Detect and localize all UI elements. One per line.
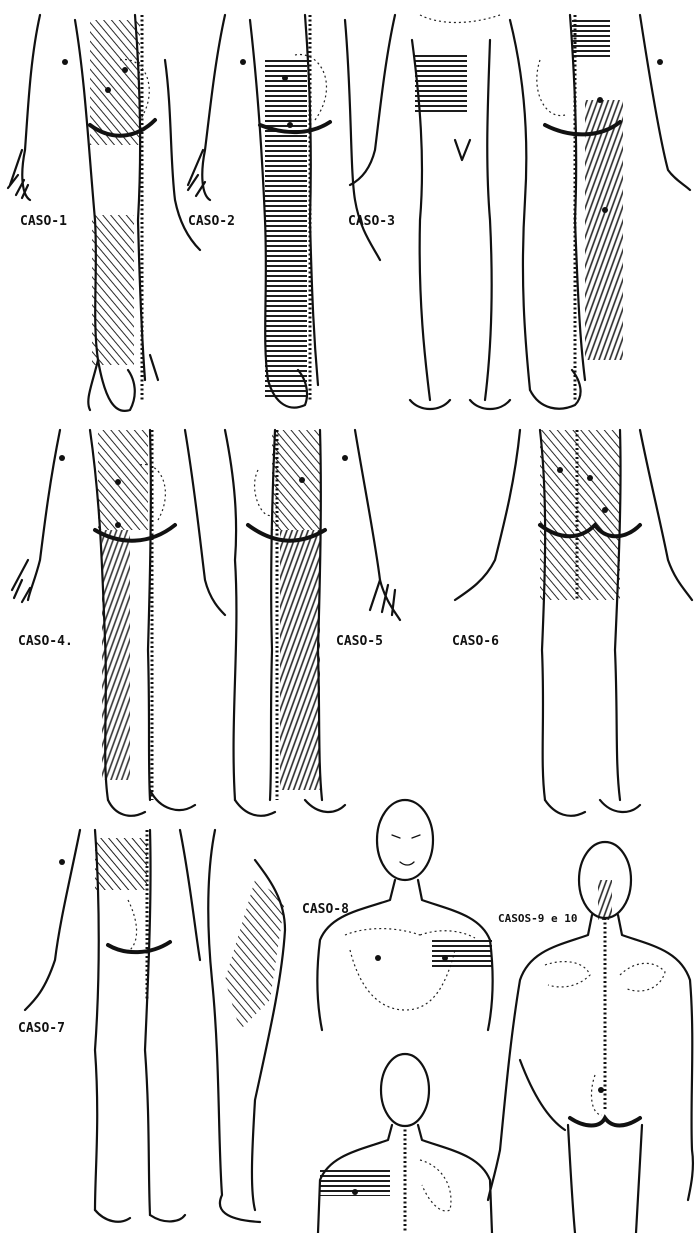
figure-caso-3 [350,15,690,409]
label-caso-8: CASO-8 [302,903,349,916]
figure-caso-1 [8,15,200,411]
label-casos-9-e-10: CASOS-9 e 10 [498,913,577,924]
label-caso-3: CASO-3 [348,215,395,228]
figure-caso-6 [455,430,692,816]
label-caso-6: CASO-6 [452,635,499,648]
label-caso-1: CASO-1 [20,215,67,228]
label-caso-7: CASO-7 [18,1022,65,1035]
figure-caso-5 [225,430,400,816]
label-caso-4: CASO-4. [18,635,73,648]
label-caso-5: CASO-5 [336,635,383,648]
figure-casos-9-e-10 [488,842,693,1233]
label-caso-2: CASO-2 [188,215,235,228]
figure-caso-2 [188,15,380,408]
figure-caso-4 [12,430,225,816]
figure-caso-8-back [318,1054,492,1233]
